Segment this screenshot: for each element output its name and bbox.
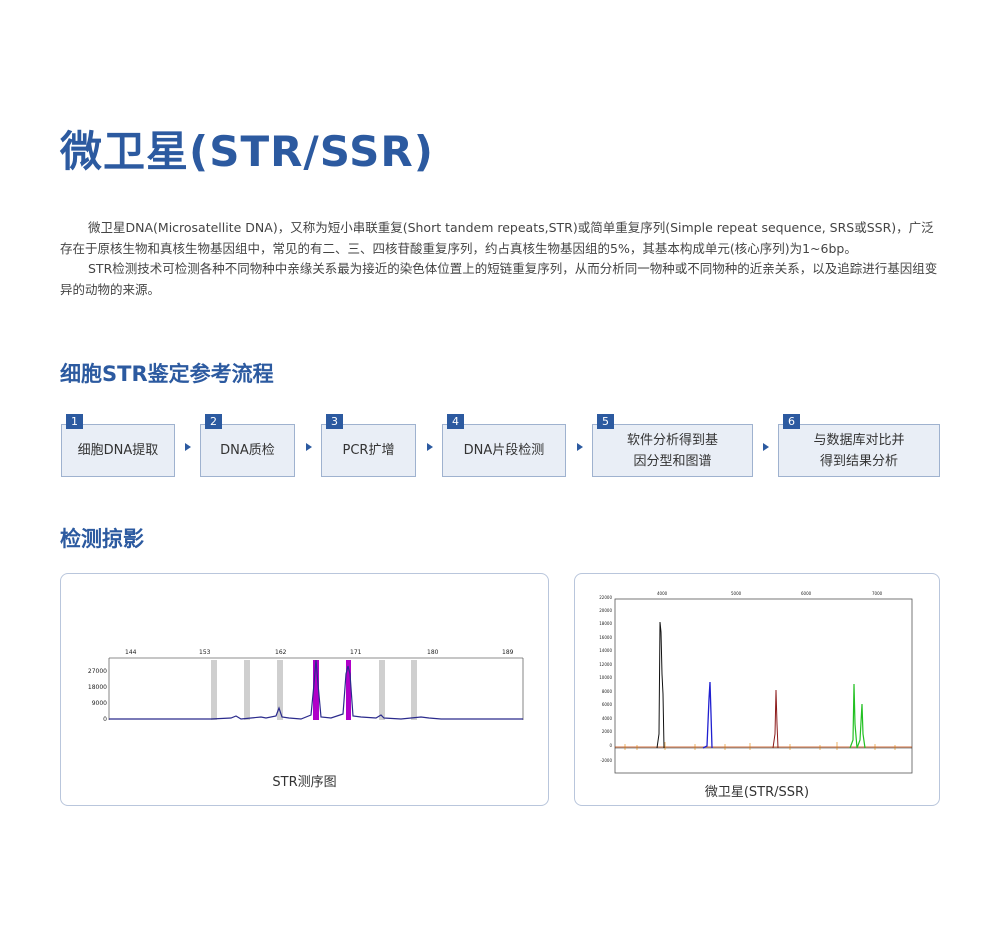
arrow-right-icon bbox=[577, 443, 583, 451]
step-label: DNA质检 bbox=[220, 443, 275, 458]
arrow-right-icon bbox=[306, 443, 312, 451]
y-tick: 8000 bbox=[602, 689, 613, 694]
workflow-step-3: 3 PCR扩增 bbox=[321, 414, 416, 477]
x-tick: 180 bbox=[427, 649, 439, 656]
step-label: 软件分析得到基因分型和图谱 bbox=[626, 432, 718, 469]
y-tick: 20000 bbox=[599, 608, 612, 613]
intro-paragraph-1: 微卫星DNA(Microsatellite DNA)，又称为短小串联重复(Sho… bbox=[60, 220, 934, 256]
y-tick: 6000 bbox=[602, 702, 613, 707]
x-tick: 4000 bbox=[657, 591, 668, 596]
x-tick: 162 bbox=[275, 649, 287, 656]
arrow-right-icon bbox=[185, 443, 191, 451]
arrow-right-icon bbox=[427, 443, 433, 451]
ssr-electropherogram-image: 4000 5000 6000 7000 22000 20000 18000 16… bbox=[599, 591, 913, 774]
step-label: 细胞DNA提取 bbox=[77, 443, 159, 458]
step-number: 1 bbox=[66, 414, 83, 429]
step-number: 4 bbox=[447, 414, 464, 429]
y-tick: 0 bbox=[609, 743, 612, 748]
step-label: DNA片段检测 bbox=[463, 443, 545, 458]
y-tick: 22000 bbox=[599, 595, 612, 600]
step-number: 5 bbox=[597, 414, 614, 429]
x-tick: 171 bbox=[350, 649, 362, 656]
page-title: 微卫星(STR/SSR) bbox=[60, 127, 434, 176]
x-tick: 6000 bbox=[801, 591, 812, 596]
x-tick: 7000 bbox=[872, 591, 883, 596]
y-tick: 27000 bbox=[88, 668, 107, 675]
ssr-figure-caption: 微卫星(STR/SSR) bbox=[704, 785, 810, 800]
ssr-figure-panel: 4000 5000 6000 7000 22000 20000 18000 16… bbox=[574, 573, 940, 806]
y-tick: 9000 bbox=[92, 700, 107, 707]
workflow-heading: 细胞STR鉴定参考流程 bbox=[60, 362, 274, 386]
step-number: 3 bbox=[326, 414, 343, 429]
y-tick: 0 bbox=[103, 716, 107, 723]
y-tick: 18000 bbox=[88, 684, 107, 691]
x-tick: 189 bbox=[502, 649, 514, 656]
y-tick: -2000 bbox=[600, 758, 612, 763]
step-label: 与数据库对比并得到结果分析 bbox=[813, 432, 905, 469]
str-figure-panel: 144 153 162 171 180 189 27000 18000 9000… bbox=[60, 573, 549, 806]
step-number: 2 bbox=[205, 414, 222, 429]
intro-paragraph-2: STR检测技术可检测各种不同物种中亲缘关系最为接近的染色体位置上的短链重复序列，… bbox=[60, 261, 938, 297]
workflow-step-4: 4 DNA片段检测 bbox=[442, 414, 566, 477]
workflow-step-5: 5 软件分析得到基因分型和图谱 bbox=[592, 414, 753, 477]
str-sequencing-image: 144 153 162 171 180 189 27000 18000 9000… bbox=[88, 649, 524, 723]
y-tick: 10000 bbox=[599, 675, 612, 680]
y-tick: 16000 bbox=[599, 635, 612, 640]
y-tick: 4000 bbox=[602, 716, 613, 721]
y-tick: 2000 bbox=[602, 729, 613, 734]
gallery-heading: 检测掠影 bbox=[60, 527, 144, 551]
workflow-step-6: 6 与数据库对比并得到结果分析 bbox=[778, 414, 940, 477]
str-figure-caption: STR测序图 bbox=[272, 775, 337, 790]
intro-text: 微卫星DNA(Microsatellite DNA)，又称为短小串联重复(Sho… bbox=[60, 218, 940, 300]
workflow-step-1: 1 细胞DNA提取 bbox=[61, 414, 175, 477]
x-tick: 153 bbox=[199, 649, 211, 656]
y-tick: 12000 bbox=[599, 662, 612, 667]
y-tick: 18000 bbox=[599, 621, 612, 626]
y-tick: 14000 bbox=[599, 648, 612, 653]
x-tick: 5000 bbox=[731, 591, 742, 596]
step-number: 6 bbox=[783, 414, 800, 429]
step-label: PCR扩增 bbox=[342, 443, 395, 458]
workflow-step-2: 2 DNA质检 bbox=[200, 414, 295, 477]
arrow-right-icon bbox=[763, 443, 769, 451]
x-tick: 144 bbox=[125, 649, 137, 656]
